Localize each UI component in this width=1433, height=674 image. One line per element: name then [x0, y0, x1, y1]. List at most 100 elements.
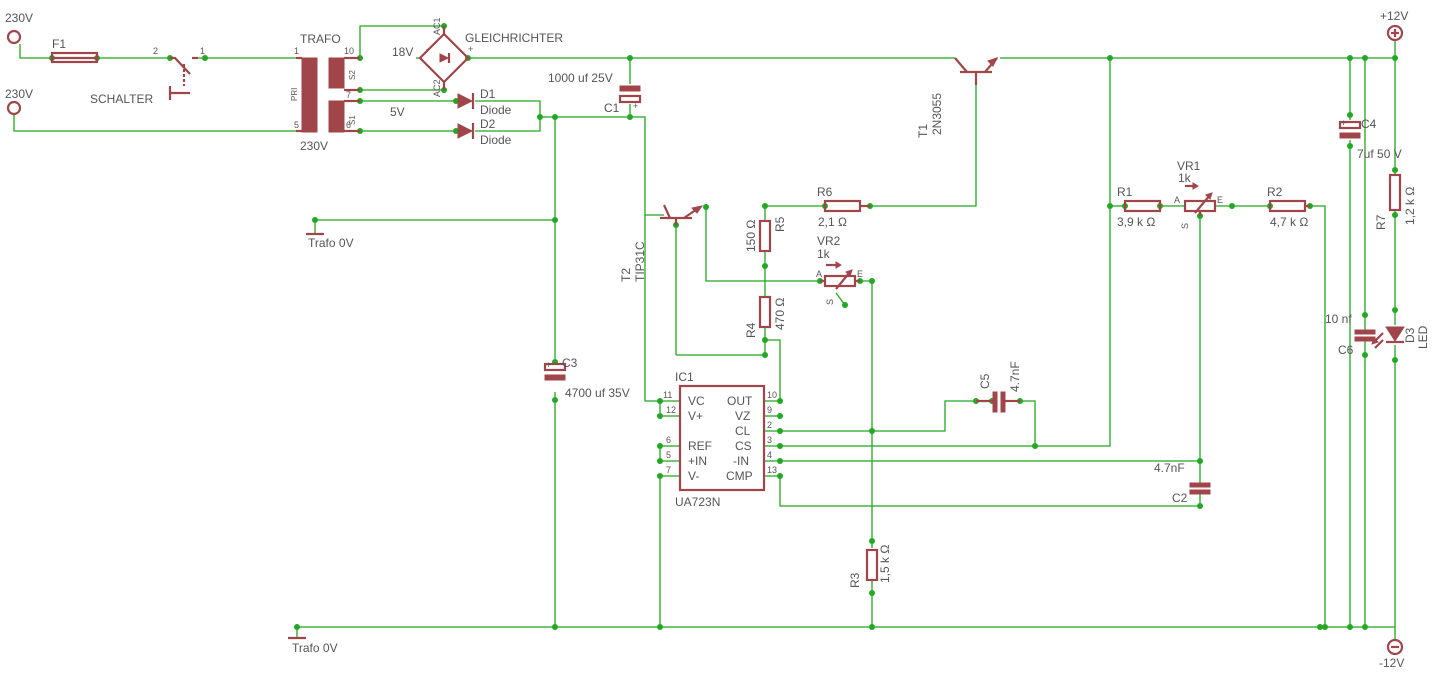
fuse-label: F1 — [52, 37, 66, 51]
ic-pin-label: REF — [688, 439, 712, 453]
vr2-name: VR2 — [817, 234, 841, 248]
ic-pin-num: 6 — [666, 435, 671, 445]
vr1-value: 1k — [1178, 171, 1192, 185]
mains-top-label: 230V — [5, 11, 33, 25]
transformer-pri-label: PRI — [290, 88, 299, 101]
out-neg-label: -12V — [1379, 656, 1404, 670]
capacitor-c3: + C3 4700 uf 35V — [543, 356, 630, 400]
resistor-r5: R5 150 Ω — [744, 216, 787, 253]
r2-value: 4,7 k Ω — [1270, 215, 1308, 229]
r2-name: R2 — [1267, 185, 1283, 199]
transistor-t1: T1 2N3055 — [916, 57, 998, 138]
ground-mid: Trafo 0V — [306, 232, 354, 250]
transformer-pin6: 6 — [346, 120, 351, 130]
diode-d1: D1 Diode — [457, 87, 512, 117]
rectifier-ac1: AC1 — [432, 17, 442, 35]
vr1-name: VR1 — [1177, 159, 1201, 173]
ic-pin-label: V+ — [688, 409, 703, 423]
diode-d2: D2 Diode — [457, 117, 512, 147]
rectifier-voltage: 18V — [392, 45, 413, 59]
vr1-s: S — [1180, 223, 1190, 229]
r1-value: 3,9 k Ω — [1117, 215, 1155, 229]
vr1-e: E — [1217, 195, 1223, 205]
rectifier-ac2: AC2 — [432, 79, 442, 97]
t2-name: T2 — [619, 268, 633, 282]
c6-value: 10 nf — [1325, 312, 1352, 326]
diode-d2-name: D2 — [480, 117, 496, 131]
ground-bottom: Trafo 0V — [288, 636, 338, 655]
c3-plus: + — [546, 360, 551, 370]
c4-name: C4 — [1361, 117, 1377, 131]
ic-pin-label: CL — [735, 424, 751, 438]
resistor-r4: R4 470 Ω — [744, 295, 787, 338]
ic-pin-num: 12 — [666, 405, 676, 415]
diode-d1-name: D1 — [480, 87, 496, 101]
c4-plus: + — [1341, 118, 1346, 128]
label-5v: 5V — [390, 105, 405, 119]
ic-pin-label: -IN — [733, 454, 749, 468]
r6-name: R6 — [817, 185, 833, 199]
t2-type: TIP31C — [633, 241, 647, 282]
vr2-a: A — [816, 269, 822, 279]
r5-name: R5 — [773, 216, 787, 232]
diode-d1-value: Diode — [480, 103, 512, 117]
resistor-r7: R7 1,2 k Ω — [1374, 173, 1417, 230]
vr2-e: E — [857, 269, 863, 279]
rectifier-plus: + — [468, 44, 473, 54]
transformer-trafo: TRAFO 1 5 10 7 6 PRI S2 S1 230V — [290, 32, 360, 153]
switch-pin2: 2 — [153, 46, 158, 56]
led-value: LED — [1416, 325, 1430, 349]
c1-plus: + — [633, 101, 638, 111]
transformer-pin5: 5 — [294, 120, 299, 130]
c3-value: 4700 uf 35V — [565, 386, 630, 400]
c2-value: 4.7nF — [1154, 461, 1185, 475]
capacitor-c4: + C4 7uf 50 V — [1338, 117, 1402, 161]
r3-value: 1,5 k Ω — [878, 545, 892, 583]
resistor-r3: R3 1,5 k Ω — [848, 545, 892, 588]
resistor-r6: R6 2,1 Ω — [817, 185, 870, 229]
ground-mid-label: Trafo 0V — [308, 236, 354, 250]
led-name: D3 — [1403, 327, 1417, 343]
rectifier-minus: - — [426, 44, 429, 54]
r4-value: 470 Ω — [773, 298, 787, 330]
ic-pin-num: 11 — [663, 390, 672, 400]
switch-label: SCHALTER — [90, 92, 153, 106]
capacitor-c6: 10 nf C6 — [1325, 312, 1376, 357]
ic-pin-num: 7 — [666, 465, 671, 475]
rectifier-gleichrichter: GLEICHRICHTER 18V AC1 AC2 + - — [392, 17, 563, 97]
transistor-t2: T2 TIP31C — [619, 204, 704, 282]
ic-pin-label: OUT — [727, 394, 753, 408]
transformer-voltage: 230V — [300, 139, 328, 153]
transformer-pin1: 1 — [294, 46, 299, 56]
ic-pin-num: 9 — [767, 405, 772, 415]
diode-d2-value: Diode — [480, 133, 512, 147]
r6-value: 2,1 Ω — [818, 215, 847, 229]
c5-name: C5 — [978, 373, 992, 389]
mains-terminal-bottom: 230V — [5, 87, 33, 116]
c6-name: C6 — [1338, 343, 1354, 357]
r7-value: 1,2 k Ω — [1403, 187, 1417, 225]
ic-pin-label: VC — [688, 394, 705, 408]
r1-name: R1 — [1117, 185, 1133, 199]
ic-ua723: IC1 UA723N 11 VC 12 V+ 6 REF 5 +IN 7 V- … — [663, 370, 777, 509]
c3-name: C3 — [562, 356, 578, 370]
transformer-pin10: 10 — [344, 46, 354, 56]
transformer-pin7: 7 — [346, 90, 351, 100]
led-d3: D3 LED — [1371, 325, 1430, 349]
c5-value: 4.7nF — [1008, 361, 1022, 392]
r7-name: R7 — [1374, 214, 1388, 230]
c1-value: 1000 uf 25V — [548, 71, 613, 85]
output-terminal-negative: -12V — [1379, 638, 1404, 670]
fuse-f1: F1 — [50, 37, 99, 64]
ic-name: IC1 — [675, 370, 694, 384]
resistor-r1: R1 3,9 k Ω — [1117, 185, 1162, 229]
capacitor-c5: C5 4.7nF — [976, 361, 1022, 413]
ic-pin-num: 5 — [666, 450, 671, 460]
ic-pin-num: 4 — [767, 450, 772, 460]
mains-terminal-top: 230V — [5, 11, 33, 45]
ground-bottom-label: Trafo 0V — [292, 641, 338, 655]
ic-pin-num: 2 — [767, 420, 772, 430]
ic-pin-num: 10 — [767, 390, 777, 400]
transformer-s1-label: S1 — [348, 115, 357, 125]
wires — [13, 25, 1396, 640]
